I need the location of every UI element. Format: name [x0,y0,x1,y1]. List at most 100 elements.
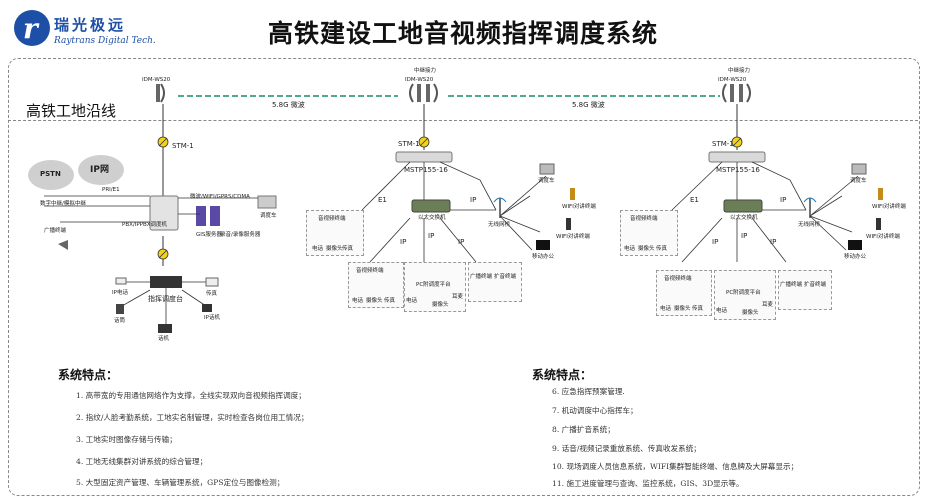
radio-label: WIFI对讲终端 [872,204,906,210]
camera-label: 摄像头 [366,298,383,304]
vehicle-icon [257,195,277,209]
broadcast-label: 广播终端 [44,228,67,234]
ip-label: IP [428,232,435,240]
wifi-label: 微波/WIFI/GPRS/CDMA [190,194,250,200]
ip-label: IP [458,238,465,246]
fax-label: 传真 [384,298,396,304]
server-icon [210,206,220,226]
laptop-icon [536,240,550,250]
microwave-label: 5.8G 微波 [272,101,305,109]
vehicle-icon [851,163,867,175]
stm-label: STM-1 [712,140,734,148]
server-label: GIS服务器 [196,232,222,238]
antenna-icon [409,83,438,103]
switch-label: 以太交换机 [730,215,758,221]
feature-item: 2. 指纹/人脸考勤系统，工地实名制管理，实时检查各岗位用工情况； [76,413,309,422]
ethernet-switch-mid [411,199,451,213]
pstn-label: PSTN [40,170,61,178]
mstp-label: MSTP155-16 [404,166,448,174]
camera-label: 摄像头 [674,306,691,312]
av-terminal-box [348,262,404,308]
vehicle-label: 调度车 [850,178,867,184]
pc-label: PC附调度平台 [416,282,451,288]
radio-icon [878,188,883,200]
av-terminal-label: 音视频终端 [630,216,658,222]
features-left-title: 系统特点： [58,368,119,382]
diagram-frame [8,58,920,496]
ip-label: IP [470,196,477,204]
speaker-label: 扩音终端 [494,274,517,280]
phone-icon [115,277,127,285]
e1-label: E1 [690,196,699,204]
pbx-label: PBX/IPPBX调度机 [122,222,168,228]
camera-label: 摄像头 [326,246,343,252]
broadcast-box [778,270,832,310]
stm-marker-icon [731,136,743,148]
feature-item: 10. 现场调度人员信息系统，WIFI集群智能终端、信息牌及大屏幕显示； [552,462,799,471]
speaker-label: 扩音终端 [804,282,827,288]
ip-label: IP [741,232,748,240]
phone-label: 电话 [660,306,672,312]
av-terminal-label: 音视频终端 [664,276,692,282]
ip-label: IP [712,238,719,246]
fax-label: 传真 [656,246,668,252]
radio-icon [570,188,575,200]
company-logo: r 瑞光极远 Raytrans Digital Tech. [14,10,164,54]
ip-network-cloud [78,155,124,185]
stm-label: STM-1 [398,140,420,148]
stm-marker-icon [157,248,169,260]
mobile-office-label: 移动办公 [532,254,555,260]
logo-chinese-name: 瑞光极远 [54,16,127,34]
speaker-icon [58,240,68,250]
handset-icon [876,218,881,230]
relay-label: 中继接力 [414,68,437,74]
pc-terminal-box [714,270,776,320]
switch-label: 以太交换机 [418,215,446,221]
av-terminal-label: 音视频终端 [356,268,384,274]
antenna-icon [156,83,165,103]
stm-marker-icon [157,136,169,148]
logo-english-name: Raytrans Digital Tech. [54,36,156,46]
antenna-icon [722,83,751,103]
broadcast-box [468,262,522,302]
mic-icon [116,304,124,314]
stm-label: STM-1 [172,142,194,150]
section-divider [8,120,918,121]
pc-terminal-box [404,262,466,312]
antenna-label: IDM-WS20 [405,77,434,83]
right-branch-links [671,161,859,263]
e1-label: E1 [378,196,387,204]
fax-icon [205,277,219,287]
stm-marker-icon [418,136,430,148]
microwave-label: 5.8G 微波 [572,101,605,109]
headset-label: 耳麦 [452,294,464,300]
feature-item: 4. 工地无线集群对讲系统的综合管理； [76,457,208,466]
av-terminal-box [656,270,712,316]
wireless-bridge-icon [493,197,507,218]
pbx-device [149,195,179,231]
phone-icon [158,324,172,333]
dispatch-links [121,281,207,326]
camera-label: 摄像头 [742,310,759,316]
trunk-label: 数字中继/模拟中继 [40,201,86,207]
phone-label: 电话 [312,246,324,252]
relay-label: 中继接力 [728,68,751,74]
vehicle-icon [539,163,555,175]
wireless-bridge-icon [803,197,817,218]
feature-item: 7. 机动调度中心指挥车； [552,406,638,415]
mic-label: 话筒 [114,318,126,324]
logo-mark-icon: r [14,10,50,46]
record-server-label: 录音/录像服务器 [220,232,261,238]
mstp-device-mid [395,151,453,163]
ip-phone-label: IP电话 [112,290,128,296]
phone-label: 话机 [158,336,170,342]
av-terminal-label: 音视频终端 [318,216,346,222]
camera-label: 摄像头 [432,302,449,308]
handset-label: WIFI对讲终端 [556,234,590,240]
mstp-label: MSTP155-16 [716,166,760,174]
ip-handset-label: IP话机 [204,315,220,321]
phone-label: 电话 [624,246,636,252]
mobile-office-label: 移动办公 [844,254,867,260]
dispatch-desk-label: 指挥调度台 [148,295,183,303]
